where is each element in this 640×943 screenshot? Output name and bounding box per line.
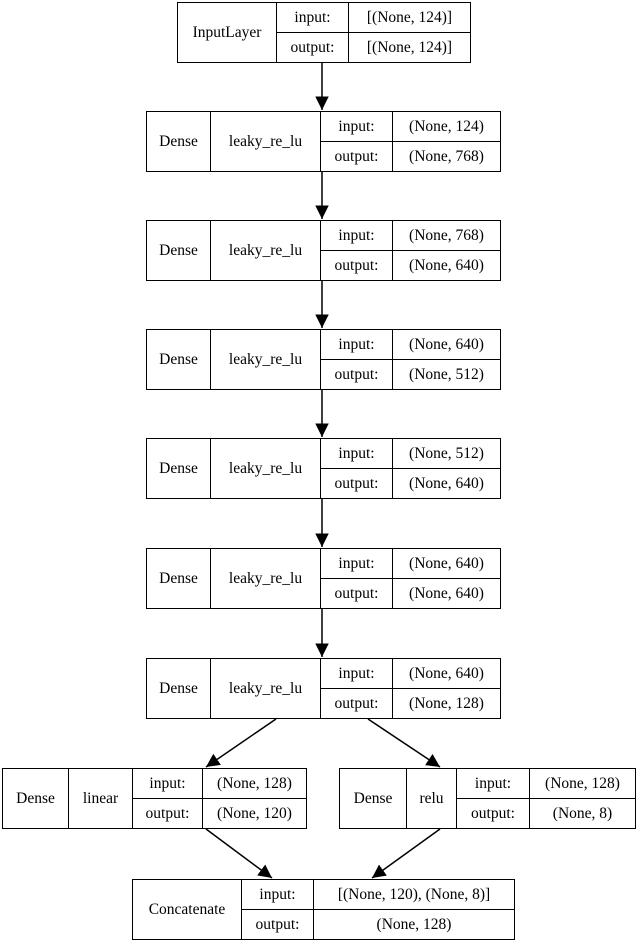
io-shapes: (None, 124) (None, 768) xyxy=(393,112,500,171)
io-shapes: (None, 128) (None, 8) xyxy=(530,769,635,828)
input-shape: (None, 640) xyxy=(393,549,500,579)
activation: linear xyxy=(69,769,133,828)
io-shapes: (None, 640) (None, 128) xyxy=(393,659,500,718)
io-shapes: (None, 640) (None, 512) xyxy=(393,330,500,389)
io-shapes: [(None, 120), (None, 8)] (None, 128) xyxy=(314,880,514,939)
input-label: input: xyxy=(321,330,392,360)
layer-type: InputLayer xyxy=(178,3,277,62)
output-label: output: xyxy=(290,38,335,56)
dense-layer-node: Dense leaky_re_lu input: output: (None, … xyxy=(146,658,501,719)
io-shapes: (None, 128) (None, 120) xyxy=(203,769,306,828)
activation: leaky_re_lu xyxy=(211,221,321,280)
output-shape: (None, 8) xyxy=(552,804,613,822)
output-label: output: xyxy=(334,474,379,492)
connection-arrow xyxy=(367,718,441,768)
input-layer-node: InputLayer input: output: [(None, 124)] … xyxy=(177,2,471,63)
input-label: input: xyxy=(133,769,202,799)
connection-arrow xyxy=(205,828,273,879)
output-shape: (None, 640) xyxy=(409,474,484,492)
input-label: input: xyxy=(321,221,392,251)
layer-type: Dense xyxy=(147,330,211,389)
output-label: output: xyxy=(145,804,190,822)
io-labels: input: output: xyxy=(321,112,393,171)
output-label: output: xyxy=(334,256,379,274)
output-shape: [(None, 124)] xyxy=(366,38,453,56)
connection-arrow xyxy=(205,718,277,768)
input-label: input: xyxy=(321,549,392,579)
layer-type: Dense xyxy=(147,439,211,498)
input-shape: (None, 128) xyxy=(530,769,635,799)
activation: leaky_re_lu xyxy=(211,439,321,498)
io-labels: input: output: xyxy=(321,221,393,280)
layer-type: Dense xyxy=(147,112,211,171)
layer-type: Dense xyxy=(147,549,211,608)
io-labels: input: output: xyxy=(321,659,393,718)
activation: leaky_re_lu xyxy=(211,659,321,718)
input-shape: (None, 768) xyxy=(393,221,500,251)
layer-type: Dense xyxy=(3,769,69,828)
output-shape: (None, 512) xyxy=(409,365,484,383)
io-shapes: (None, 512) (None, 640) xyxy=(393,439,500,498)
output-label: output: xyxy=(334,584,379,602)
activation: leaky_re_lu xyxy=(211,112,321,171)
input-shape: (None, 640) xyxy=(393,659,500,689)
input-shape: (None, 640) xyxy=(393,330,500,360)
layer-type: Dense xyxy=(147,659,211,718)
input-shape: (None, 124) xyxy=(393,112,500,142)
io-labels: input: output: xyxy=(277,3,349,62)
output-shape: (None, 120) xyxy=(217,804,292,822)
input-shape: (None, 128) xyxy=(203,769,306,799)
dense-relu-node: Dense relu input: output: (None, 128) (N… xyxy=(339,768,636,829)
io-shapes: [(None, 124)] [(None, 124)] xyxy=(349,3,470,62)
output-shape: (None, 768) xyxy=(409,147,484,165)
output-shape: (None, 128) xyxy=(409,694,484,712)
io-labels: input: output: xyxy=(242,880,314,939)
output-shape: (None, 128) xyxy=(376,915,452,933)
io-labels: input: output: xyxy=(133,769,203,828)
dense-linear-node: Dense linear input: output: (None, 128) … xyxy=(2,768,307,829)
io-labels: input: output: xyxy=(457,769,530,828)
dense-layer-node: Dense leaky_re_lu input: output: (None, … xyxy=(146,111,501,172)
input-shape: [(None, 124)] xyxy=(349,3,470,33)
input-label: input: xyxy=(242,880,313,910)
dense-layer-node: Dense leaky_re_lu input: output: (None, … xyxy=(146,438,501,499)
io-shapes: (None, 640) (None, 640) xyxy=(393,549,500,608)
output-shape: (None, 640) xyxy=(409,256,484,274)
layer-type: Dense xyxy=(340,769,407,828)
dense-layer-node: Dense leaky_re_lu input: output: (None, … xyxy=(146,329,501,390)
output-label: output: xyxy=(334,694,379,712)
io-shapes: (None, 768) (None, 640) xyxy=(393,221,500,280)
input-shape: (None, 512) xyxy=(393,439,500,469)
output-label: output: xyxy=(471,804,515,822)
input-label: input: xyxy=(321,112,392,142)
connection-arrow xyxy=(371,828,441,879)
output-label: output: xyxy=(334,365,379,383)
input-label: input: xyxy=(277,3,348,33)
layer-type: Dense xyxy=(147,221,211,280)
output-shape: (None, 640) xyxy=(409,584,484,602)
concatenate-node: Concatenate input: output: [(None, 120),… xyxy=(132,879,515,940)
io-labels: input: output: xyxy=(321,549,393,608)
dense-layer-node: Dense leaky_re_lu input: output: (None, … xyxy=(146,220,501,281)
output-label: output: xyxy=(255,915,300,933)
input-label: input: xyxy=(457,769,529,799)
dense-layer-node: Dense leaky_re_lu input: output: (None, … xyxy=(146,548,501,609)
input-label: input: xyxy=(321,439,392,469)
activation: relu xyxy=(407,769,457,828)
io-labels: input: output: xyxy=(321,330,393,389)
activation: leaky_re_lu xyxy=(211,549,321,608)
activation: leaky_re_lu xyxy=(211,330,321,389)
layer-type: Concatenate xyxy=(133,880,242,939)
output-label: output: xyxy=(334,147,379,165)
io-labels: input: output: xyxy=(321,439,393,498)
input-shape: [(None, 120), (None, 8)] xyxy=(314,880,514,910)
input-label: input: xyxy=(321,659,392,689)
